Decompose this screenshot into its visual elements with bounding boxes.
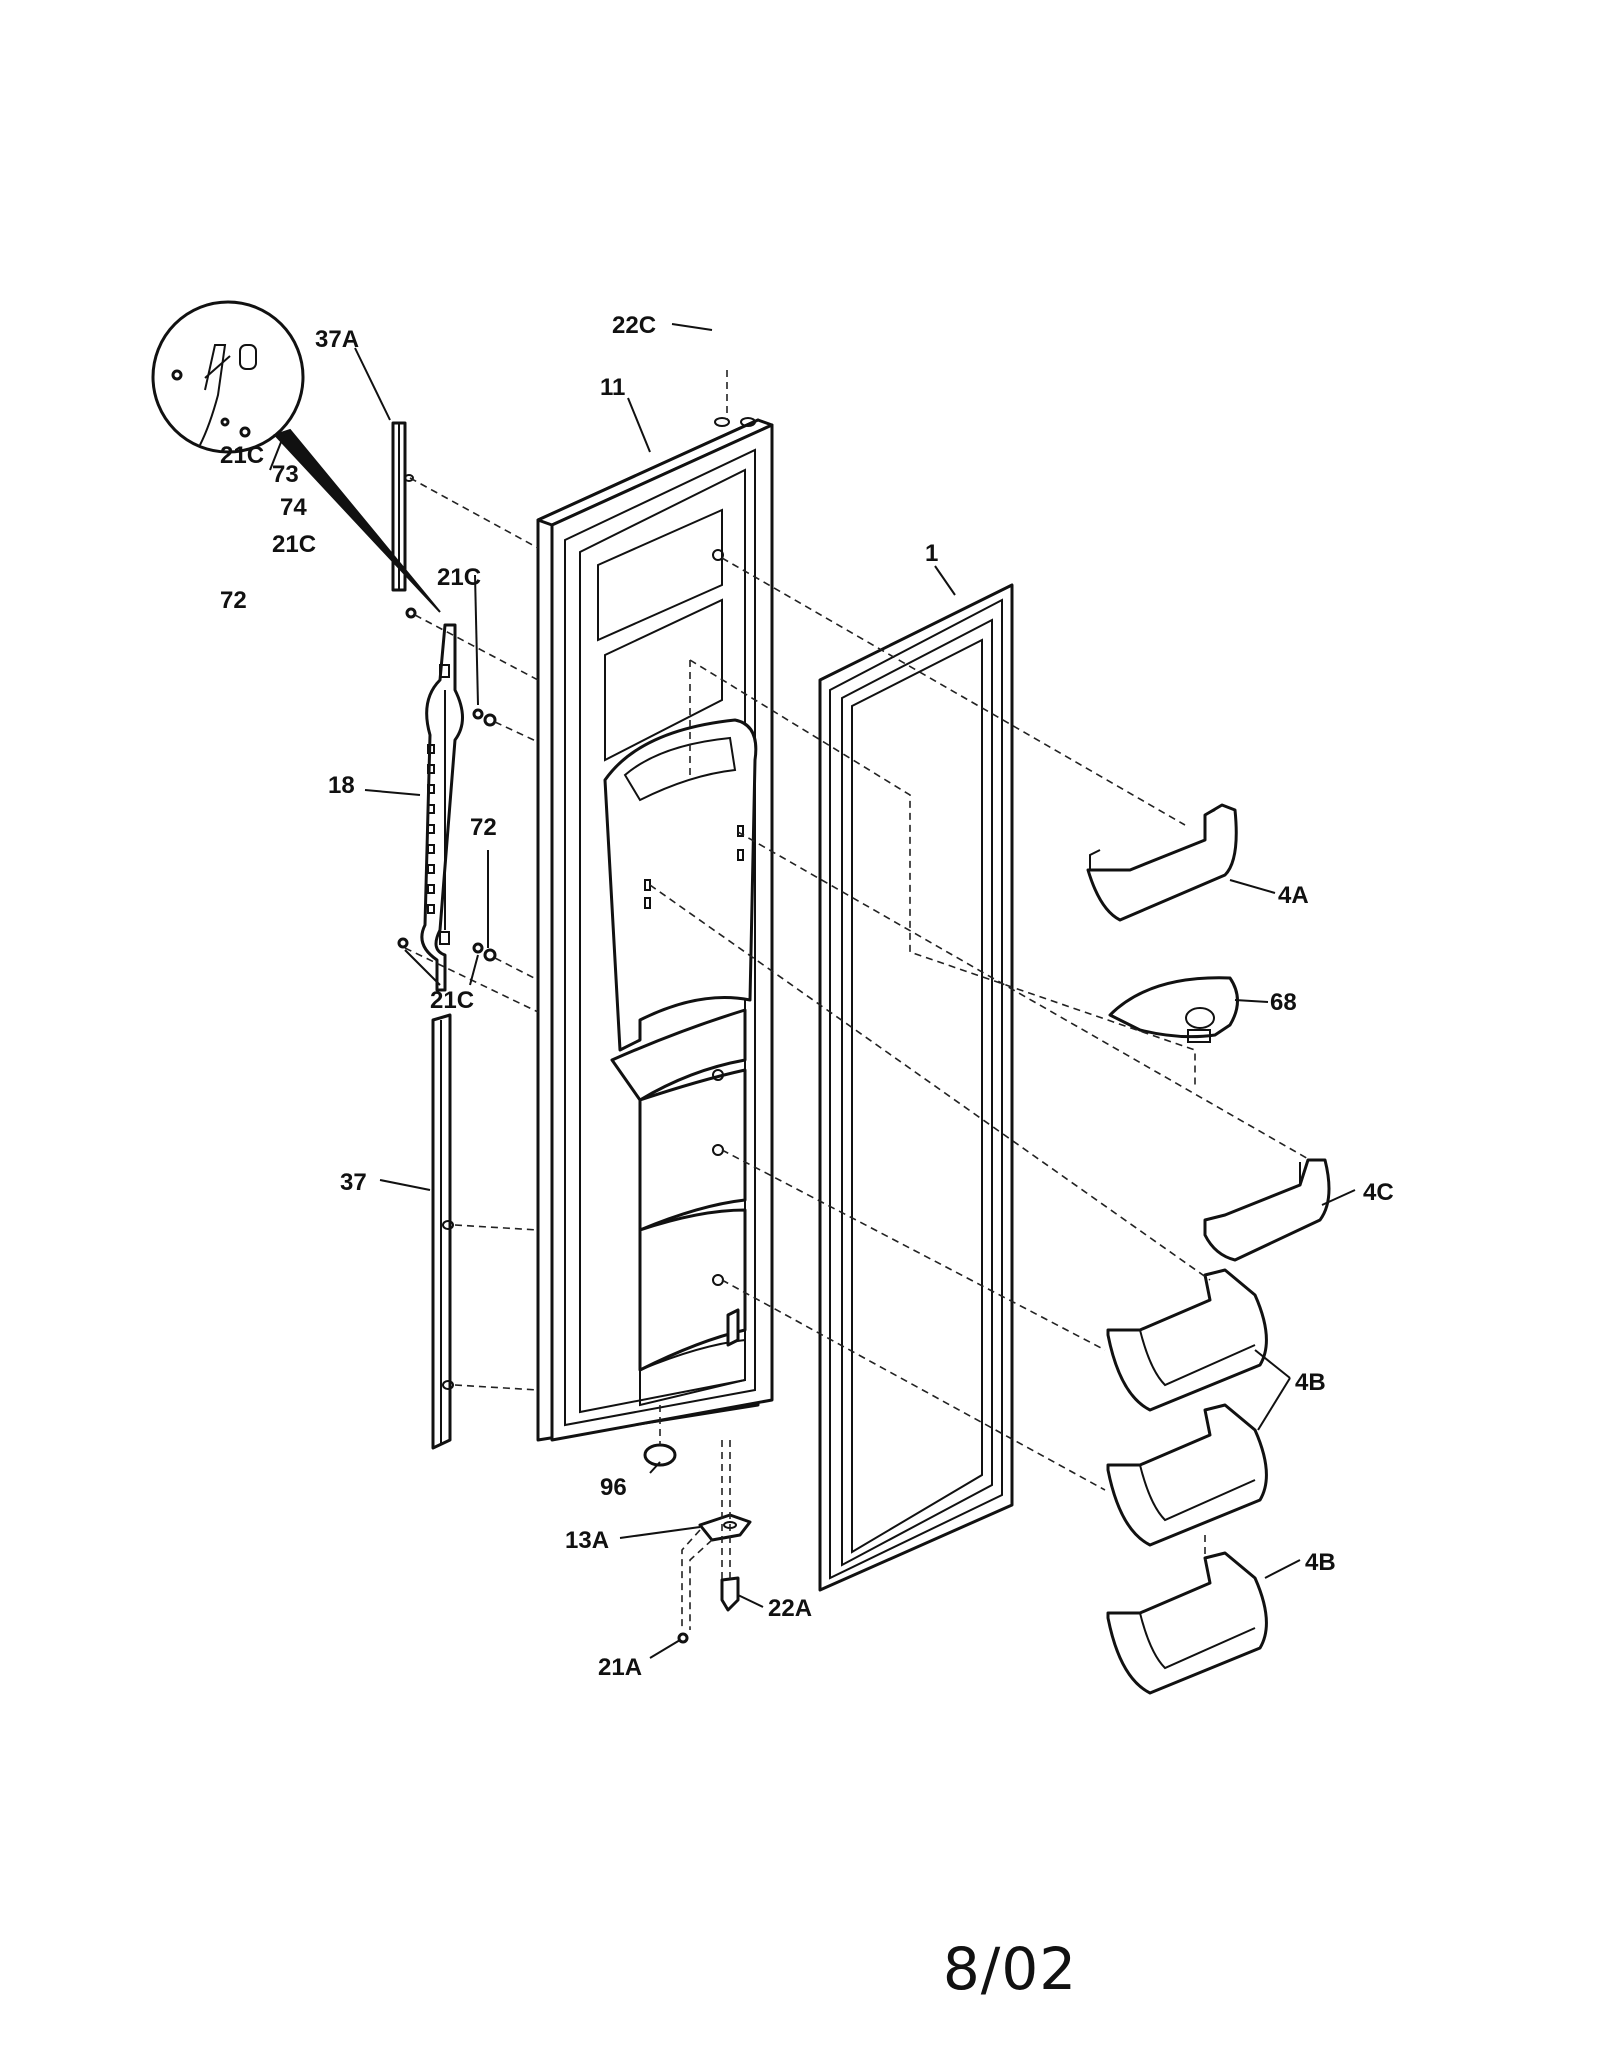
door-bin-4c bbox=[1203, 1158, 1331, 1262]
label-4b-pair: 4B bbox=[1295, 1369, 1326, 1396]
label-21c-inset-2: 21C bbox=[272, 531, 316, 558]
label-22c: 22C bbox=[612, 312, 656, 339]
label-22a: 22A bbox=[768, 1595, 812, 1622]
part-labels: 22C 11 37A 21C 73 74 21C 72 21C 1 18 72 … bbox=[220, 312, 1394, 1681]
label-68: 68 bbox=[1270, 989, 1297, 1016]
label-37: 37 bbox=[340, 1169, 367, 1196]
label-21c-bottom: 21C bbox=[430, 987, 474, 1014]
bottom-hinge-parts bbox=[643, 1308, 752, 1644]
label-72: 72 bbox=[470, 814, 497, 841]
door-bin-4a bbox=[1086, 803, 1238, 922]
label-74: 74 bbox=[280, 494, 307, 521]
label-13a: 13A bbox=[565, 1527, 609, 1554]
dispenser-funnel-68 bbox=[1108, 976, 1239, 1043]
inset-detail bbox=[151, 300, 441, 613]
trim-strip-37a bbox=[391, 421, 414, 592]
label-21c-top: 21C bbox=[437, 564, 481, 591]
label-37a: 37A bbox=[315, 326, 359, 353]
label-96: 96 bbox=[600, 1474, 627, 1501]
door-liner bbox=[536, 417, 774, 1442]
leader-lines bbox=[204, 323, 1356, 1659]
label-4a: 4A bbox=[1278, 882, 1309, 909]
label-1: 1 bbox=[925, 540, 938, 567]
screws-and-spacers bbox=[397, 607, 497, 962]
trim-strip-37 bbox=[431, 1013, 454, 1450]
label-21c-inset-1: 21C bbox=[220, 442, 264, 469]
door-bin-4b-top bbox=[1106, 1268, 1268, 1412]
label-4c: 4C bbox=[1363, 1179, 1394, 1206]
label-11: 11 bbox=[600, 374, 625, 401]
drawing-date-code: 8/02 bbox=[942, 1935, 1078, 2003]
door-bin-4b-middle bbox=[1106, 1403, 1268, 1547]
handle-grip-holes bbox=[427, 744, 435, 914]
label-73: 73 bbox=[272, 461, 299, 488]
label-4b-single: 4B bbox=[1305, 1549, 1336, 1576]
door-handle bbox=[420, 623, 464, 992]
label-21a: 21A bbox=[598, 1654, 642, 1681]
door-bin-4b-bottom bbox=[1106, 1551, 1268, 1695]
label-18: 18 bbox=[328, 772, 355, 799]
label-72-inset: 72 bbox=[220, 587, 247, 614]
door-gasket bbox=[818, 583, 1014, 1592]
